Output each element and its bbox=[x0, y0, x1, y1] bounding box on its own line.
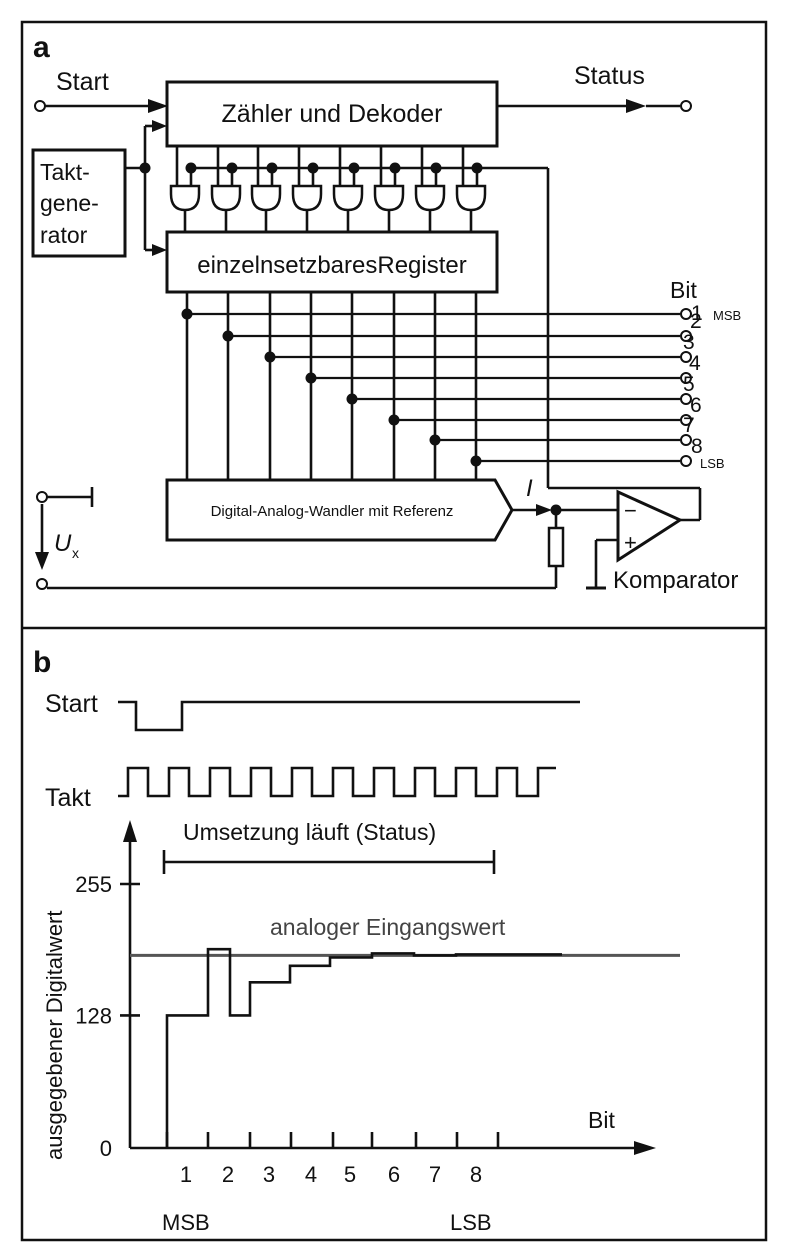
x-tick-label: 5 bbox=[344, 1162, 356, 1187]
dac-block bbox=[165, 478, 514, 542]
axis-ticks: 1 2 3 4 5 6 7 8 0 128 255 bbox=[75, 872, 500, 1187]
lsb-tag: LSB bbox=[700, 456, 725, 471]
x-tick-label: 1 bbox=[180, 1162, 192, 1187]
x-tick-label: 2 bbox=[222, 1162, 234, 1187]
counter-decoder-label: Zähler und Dekoder bbox=[222, 100, 443, 128]
start-signal-trace bbox=[118, 700, 580, 732]
and-gate bbox=[291, 184, 323, 212]
bit-number: 1 bbox=[691, 302, 703, 325]
comparator-plus: + bbox=[624, 530, 637, 555]
register-block bbox=[165, 230, 499, 294]
register-label: einzelnsetzbaresRegister bbox=[197, 252, 466, 279]
and-gate bbox=[169, 184, 201, 212]
and-gate-array bbox=[169, 146, 487, 232]
x-axis-arrow bbox=[634, 1141, 656, 1155]
comparator-label: Komparator bbox=[613, 567, 738, 594]
panel-a: a Start Zähler und Dekoder Status Takt- … bbox=[31, 31, 741, 594]
y-axis-label: ausgegebener Digitalwert bbox=[42, 911, 67, 1161]
start-terminal bbox=[34, 100, 46, 112]
y-tick-label: 128 bbox=[75, 1003, 112, 1028]
ux-label: U bbox=[54, 530, 72, 557]
msb-axis-label: MSB bbox=[162, 1210, 210, 1235]
lsb-axis-label: LSB bbox=[450, 1210, 492, 1235]
analog-input-label: analoger Eingangswert bbox=[270, 914, 506, 940]
and-gate bbox=[332, 184, 364, 212]
bit-terminal bbox=[680, 351, 692, 363]
and-gate bbox=[250, 184, 282, 212]
and-gate bbox=[455, 184, 487, 212]
x-tick-label: 3 bbox=[263, 1162, 275, 1187]
bit-terminal bbox=[680, 330, 692, 342]
bit-number: 5 bbox=[683, 373, 695, 396]
bit-terminal bbox=[680, 434, 692, 446]
panel-a-label: a bbox=[33, 31, 50, 64]
and-gate bbox=[210, 184, 242, 212]
y-tick-label: 0 bbox=[100, 1136, 112, 1161]
ux-subscript: x bbox=[72, 545, 79, 561]
clock-label-1: Takt- bbox=[40, 159, 90, 185]
start-label: Start bbox=[56, 68, 109, 96]
clock-generator-block bbox=[31, 148, 127, 258]
panel-b: b Start Takt Umsetzung läuft (Status) au… bbox=[33, 646, 680, 1235]
resistor bbox=[547, 526, 565, 568]
status-arrow bbox=[626, 99, 646, 113]
dac-label: Digital-Analog-Wandler mit Referenz bbox=[211, 503, 454, 520]
msb-tag: MSB bbox=[713, 308, 741, 323]
ux-terminal-top bbox=[36, 491, 48, 503]
conversion-label: Umsetzung läuft (Status) bbox=[183, 819, 436, 845]
comparator bbox=[616, 489, 684, 563]
y-axis-arrow bbox=[123, 820, 137, 842]
x-tick-label: 6 bbox=[388, 1162, 400, 1187]
ux-arrow bbox=[35, 552, 49, 570]
status-label: Status bbox=[574, 62, 645, 90]
figure-frame bbox=[20, 20, 768, 1242]
bit-terminal bbox=[680, 393, 692, 405]
bit-number: 2 bbox=[690, 310, 702, 333]
clock-signal-trace bbox=[118, 766, 556, 798]
clock-label-2: gene- bbox=[40, 190, 99, 216]
bit-terminal bbox=[680, 414, 692, 426]
clock-to-register-arrow bbox=[152, 244, 167, 256]
digital-output-staircase bbox=[165, 947, 562, 1148]
bit-number: 4 bbox=[689, 352, 701, 375]
panel-b-label: b bbox=[33, 646, 51, 679]
x-axis-label: Bit bbox=[588, 1107, 615, 1133]
current-label: I bbox=[526, 475, 533, 502]
y-tick-label: 255 bbox=[75, 872, 112, 897]
and-gate bbox=[414, 184, 446, 212]
ux-terminal-bottom bbox=[36, 578, 48, 590]
x-tick-label: 4 bbox=[305, 1162, 317, 1187]
bit-terminal bbox=[680, 308, 692, 320]
start-arrow bbox=[148, 99, 168, 113]
clock-label-3: rator bbox=[40, 222, 88, 248]
start-signal-label: Start bbox=[45, 690, 98, 718]
bit-number: 6 bbox=[690, 394, 702, 417]
counter-decoder-block bbox=[165, 80, 499, 148]
x-tick-label: 8 bbox=[470, 1162, 482, 1187]
x-tick-label: 7 bbox=[429, 1162, 441, 1187]
bit-number: 7 bbox=[683, 414, 695, 437]
clock-signal-label: Takt bbox=[45, 784, 91, 812]
dac-output-arrow bbox=[536, 504, 552, 516]
bit-number: 3 bbox=[683, 331, 695, 354]
bit-number: 8 bbox=[691, 435, 703, 458]
bit-terminal bbox=[680, 372, 692, 384]
bit-heading: Bit bbox=[670, 277, 697, 303]
clock-to-counter-arrow bbox=[152, 120, 167, 132]
status-terminal bbox=[680, 100, 692, 112]
and-gate bbox=[373, 184, 405, 212]
comparator-minus: − bbox=[624, 498, 637, 523]
bit-terminal bbox=[680, 455, 692, 467]
